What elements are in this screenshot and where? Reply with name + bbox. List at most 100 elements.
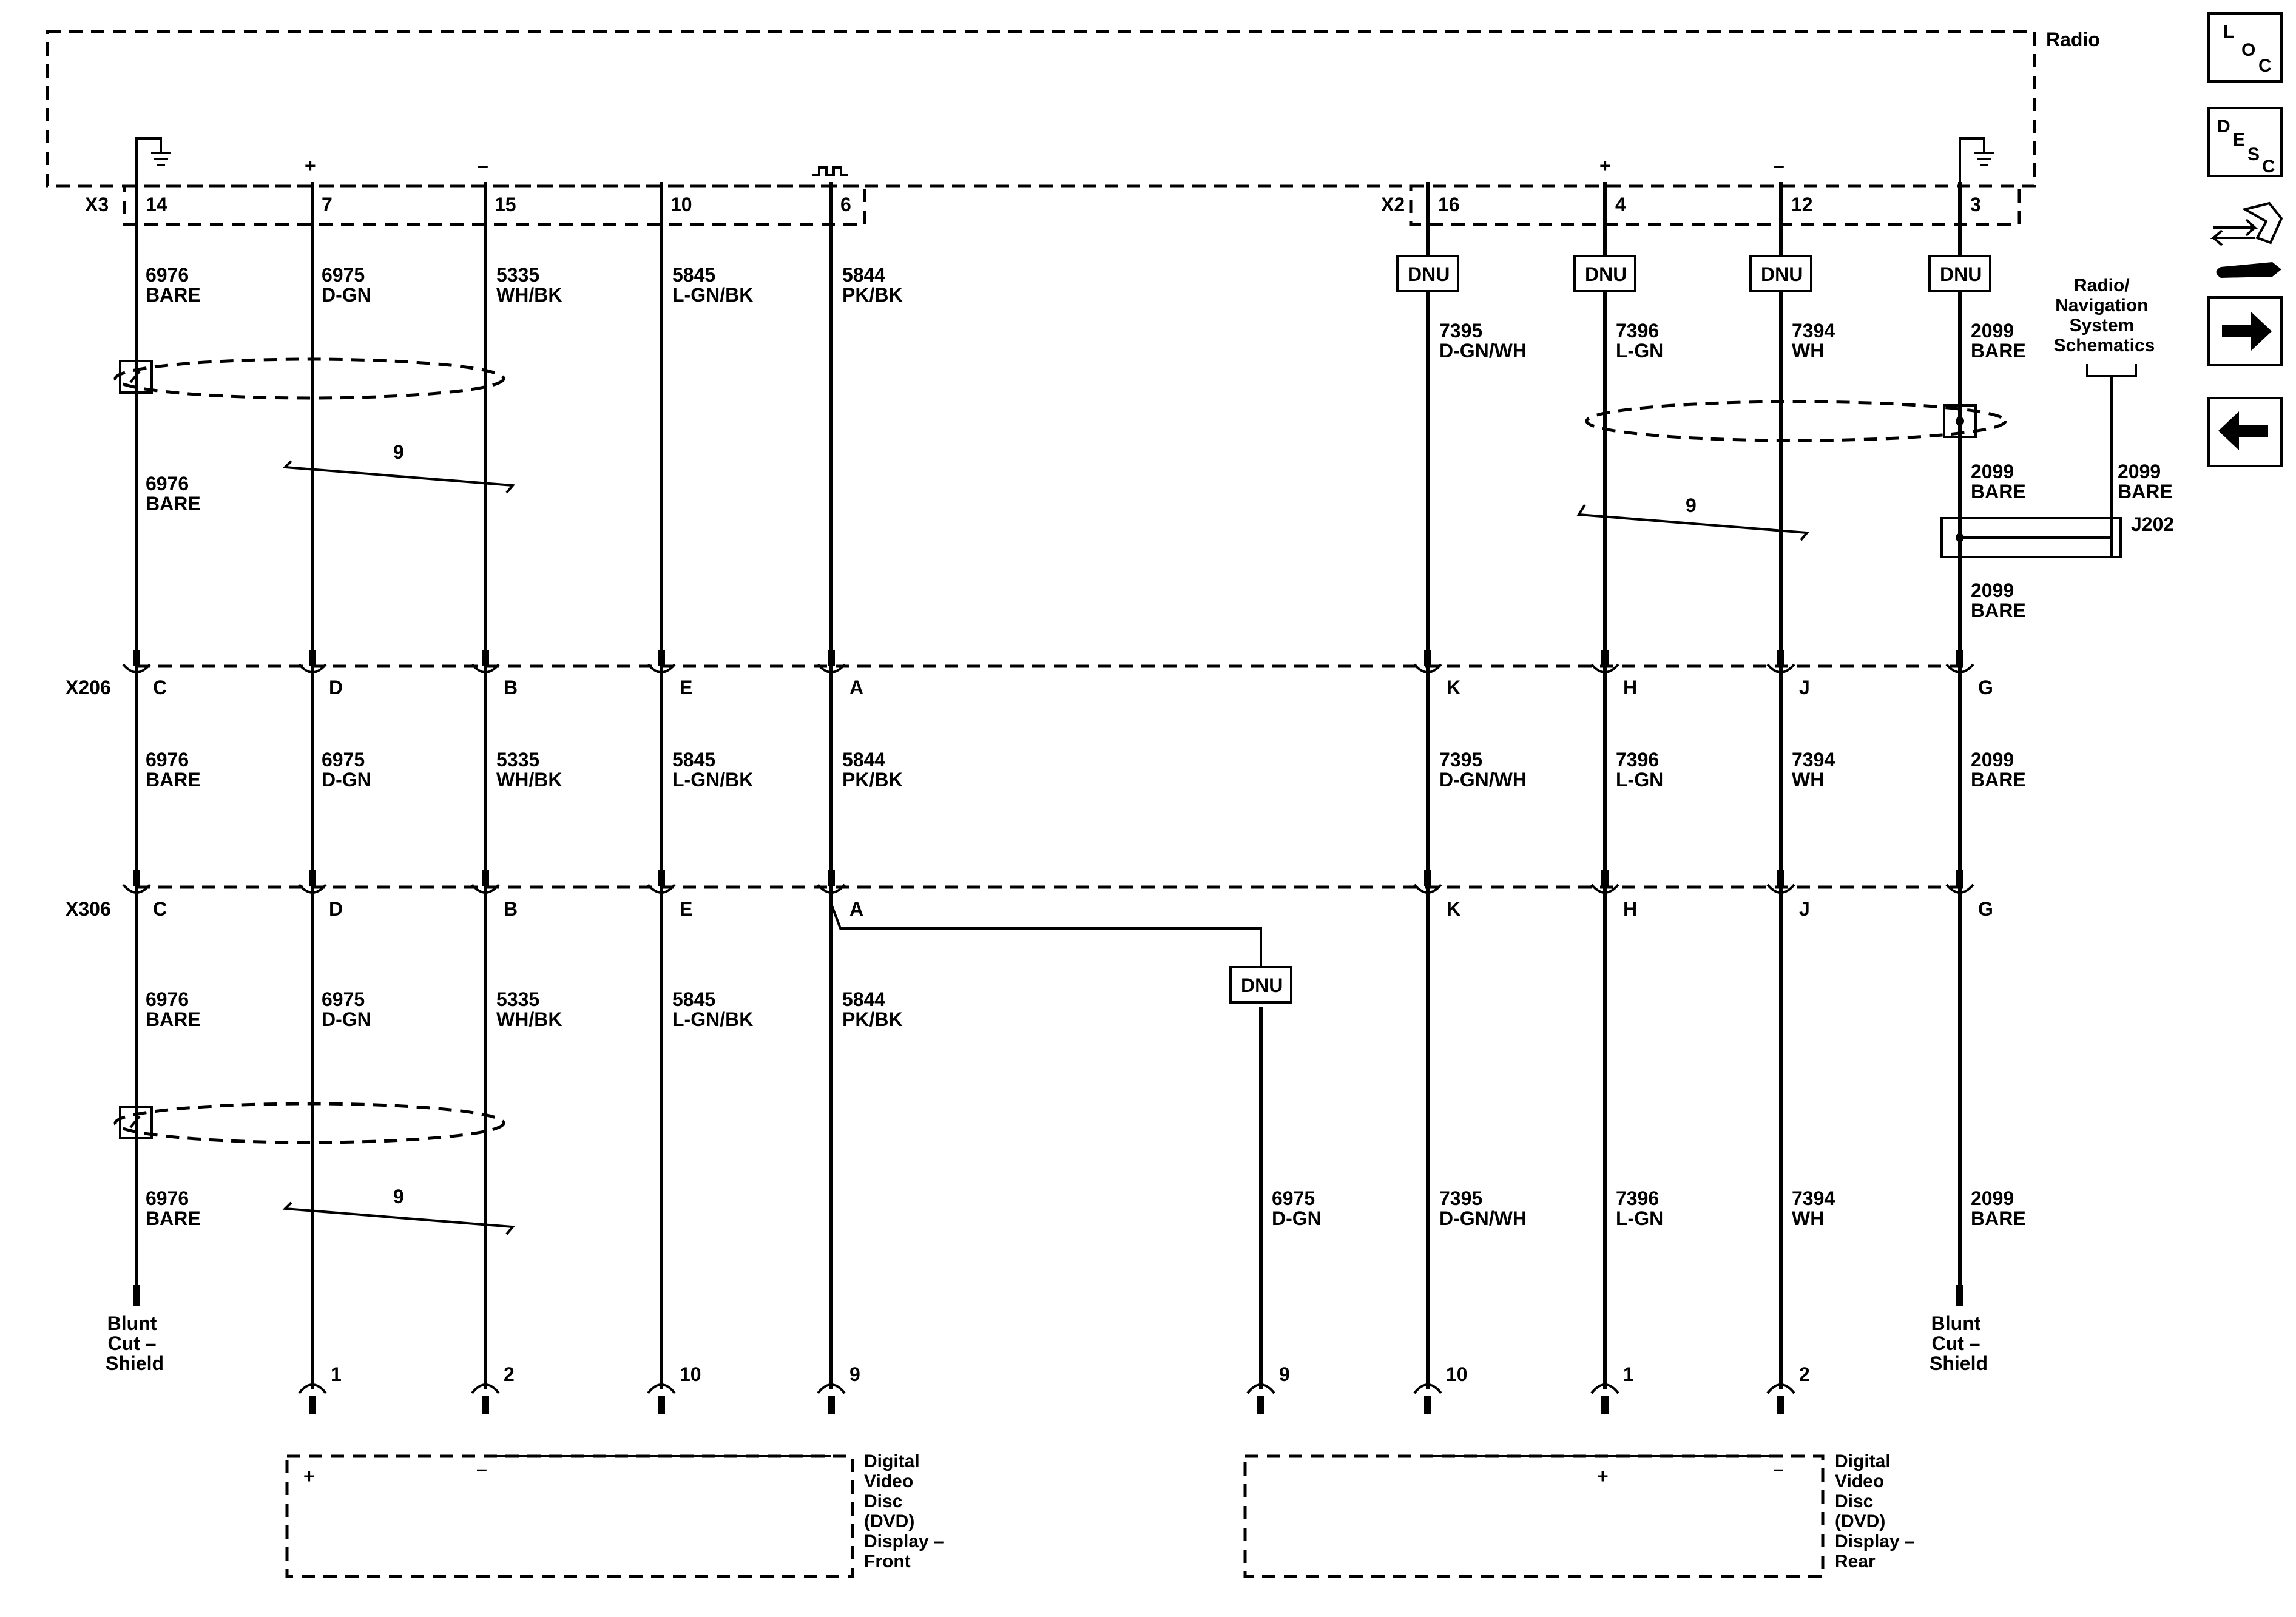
x206-cavity-terminal <box>1601 650 1609 666</box>
display-pin-terminal <box>828 1396 835 1414</box>
wire-color: D-GN/WH <box>1439 340 1527 362</box>
twist-indicator: 9 <box>282 1186 516 1235</box>
circuit-number: 2099 <box>1971 320 2014 342</box>
display-pin <box>817 1383 846 1394</box>
polarity-minus: – <box>476 1458 487 1480</box>
cavity-letter: K <box>1447 898 1460 920</box>
x206-cavity-terminal <box>309 650 316 666</box>
splice-j202: J202 <box>1940 364 2174 558</box>
wire-color: D-GN <box>322 284 371 306</box>
x306-cavity-terminal <box>1777 870 1784 886</box>
display-pin <box>471 1383 500 1394</box>
connector-x3-outline <box>123 184 866 226</box>
polarity-minus: – <box>1773 1458 1784 1480</box>
circuit-number: 6976 <box>146 264 189 286</box>
ground-icon <box>135 137 171 182</box>
cavity-letter: C <box>153 898 167 920</box>
circuit-number: 2099 <box>1971 461 2014 482</box>
circuit-number: 6975 <box>322 264 365 286</box>
pin-label: 16 <box>1438 194 1460 215</box>
wire-color: BARE <box>2118 481 2173 502</box>
display-pin-label: 2 <box>504 1363 515 1385</box>
x206-cavity <box>647 663 676 673</box>
pin-label: 10 <box>670 194 692 215</box>
next-button[interactable] <box>2207 296 2283 366</box>
cavity-letter: D <box>329 898 343 920</box>
display-pin-label: 9 <box>1279 1363 1290 1385</box>
shield-end-left <box>133 1285 140 1306</box>
svg-text:O: O <box>2241 40 2255 60</box>
radio-component-outline <box>46 30 2036 188</box>
twist-indicator: 9 <box>282 441 516 494</box>
circuit-number: 6976 <box>146 473 189 495</box>
cavity-letter: K <box>1447 677 1460 698</box>
cavity-letter: J <box>1799 898 1810 920</box>
cavity-letter: D <box>329 677 343 698</box>
wire-color: BARE <box>146 284 201 306</box>
svg-text:DNU: DNU <box>1241 974 1283 996</box>
x206-cavity-terminal <box>1956 650 1963 666</box>
circuit-number: 7396 <box>1616 1187 1659 1209</box>
loc-button[interactable]: L O C <box>2207 12 2283 83</box>
wire-color: BARE <box>1971 1207 2026 1229</box>
circuit-number: 5335 <box>496 988 539 1010</box>
polarity-plus: + <box>1597 1465 1609 1487</box>
svg-text:E: E <box>2233 130 2245 150</box>
x206-cavity <box>298 663 327 673</box>
cavity-letter: H <box>1623 677 1637 698</box>
x306-cavity-terminal <box>1424 870 1431 886</box>
connector-x2-label: X2 <box>1381 194 1405 215</box>
svg-text:DNU: DNU <box>1761 263 1803 285</box>
display-pin <box>1246 1383 1275 1394</box>
svg-text:C: C <box>2262 157 2275 177</box>
dnu-box: DNU <box>1573 255 1636 292</box>
pin-label: 15 <box>495 194 516 215</box>
x306-cavity-terminal <box>309 870 316 886</box>
display-pin <box>298 1383 327 1394</box>
cavity-letter: B <box>504 898 518 920</box>
display-pin-label: 1 <box>1623 1363 1634 1385</box>
display-pin-label: 10 <box>680 1363 701 1385</box>
svg-text:C: C <box>2258 56 2272 76</box>
shield-indicator <box>113 357 505 400</box>
circuit-number: 7394 <box>1792 320 1835 342</box>
x206-cavity-terminal <box>1424 650 1431 666</box>
svg-text:DNU: DNU <box>1940 263 1982 285</box>
circuit-number: 2099 <box>1971 1187 2014 1209</box>
cavity-letter: J <box>1799 677 1810 698</box>
wire-color: BARE <box>1971 599 2026 621</box>
desc-button[interactable]: D E S C <box>2207 107 2283 177</box>
circuit-number: 7394 <box>1792 749 1835 771</box>
repair-wrench-icon[interactable] <box>2210 201 2283 278</box>
svg-text:S: S <box>2247 144 2260 164</box>
x206-cavity-terminal <box>828 650 835 666</box>
x306-cavity-terminal <box>1956 870 1963 886</box>
x306-cavity <box>1590 883 1619 894</box>
jump-reference[interactable]: Radio/ Navigation System Schematics <box>2054 275 2155 356</box>
wire-color: L-GN <box>1616 769 1663 791</box>
display-pin-label: 9 <box>849 1363 860 1385</box>
wire-color: L-GN/BK <box>672 1008 753 1030</box>
dnu-box: DNU <box>1749 255 1812 292</box>
x306-cavity <box>1766 883 1795 894</box>
connector-x3-label: X3 <box>85 194 109 215</box>
svg-text:9: 9 <box>393 441 404 463</box>
display-pin-terminal <box>1777 1396 1784 1414</box>
back-button[interactable] <box>2207 397 2283 467</box>
display-pin <box>1766 1383 1795 1394</box>
wire-color: WH/BK <box>496 769 562 791</box>
wire-color: D-GN/WH <box>1439 1207 1527 1229</box>
wire-color: WH/BK <box>496 284 562 306</box>
circuit-number: 5335 <box>496 264 539 286</box>
signal-waveform-icon <box>812 166 848 176</box>
wire-color: D-GN <box>1272 1207 1322 1229</box>
shield-end-label-left: Blunt Cut – Shield <box>106 1312 164 1374</box>
display-pin <box>1413 1383 1442 1394</box>
dvd-display-rear-label: Digital Video Disc (DVD) Display – Rear <box>1835 1451 1920 1571</box>
display-pin-label: 2 <box>1799 1363 1810 1385</box>
shield-end-right <box>1956 1285 1963 1306</box>
svg-text:9: 9 <box>1686 495 1697 516</box>
circuit-number: 7396 <box>1616 749 1659 771</box>
cavity-letter: A <box>849 898 863 920</box>
